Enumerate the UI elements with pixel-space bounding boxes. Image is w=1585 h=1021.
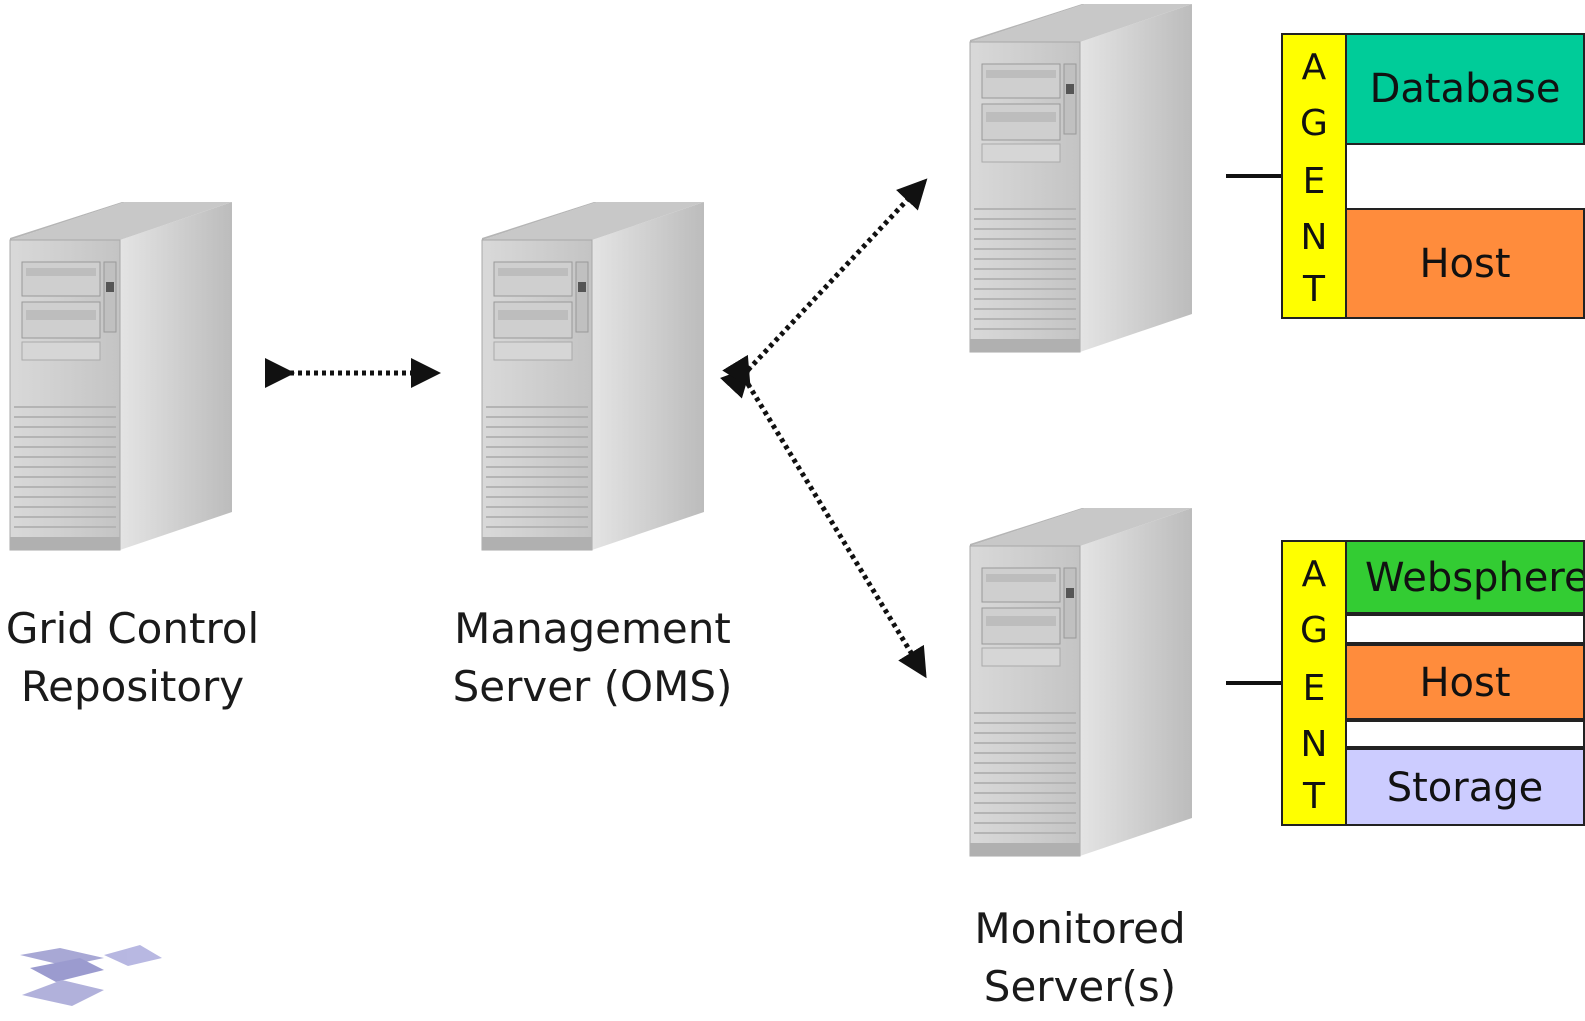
agent-2-letter-t: T: [1303, 776, 1325, 817]
target-websphere: Websphere: [1345, 540, 1585, 614]
agent-2-bar: A G E N T: [1281, 540, 1347, 826]
agent-2-letter-a: A: [1301, 554, 1327, 595]
agent-1-letter-a: A: [1301, 47, 1327, 88]
monitored-server-2-icon: [969, 508, 1193, 857]
oms-server2-link: [722, 354, 927, 679]
oms-server1-link: [719, 178, 928, 399]
agent-1-letter-t: T: [1303, 269, 1325, 310]
repository-server-icon: [9, 202, 233, 551]
agent-1-letter-e: E: [1302, 161, 1326, 202]
repository-caption-line-2: Repository: [20, 662, 245, 711]
target-spacer-2: [1345, 720, 1585, 748]
target-host-2: Host: [1345, 644, 1585, 720]
oms-caption-line-1: Management: [454, 604, 731, 653]
agent-2-connector: [1226, 681, 1282, 685]
monitored-caption-line-2: Server(s): [983, 962, 1177, 1011]
agent-1-letter-g: G: [1300, 103, 1328, 144]
monitored-server-1-icon: [969, 4, 1193, 353]
target-database: Database: [1345, 33, 1585, 145]
agent-1-letter-n: N: [1300, 217, 1328, 258]
target-storage-label: Storage: [1386, 765, 1544, 811]
agent-1-bar: A G E N T: [1281, 33, 1347, 319]
monitored-caption-line-1: Monitored: [974, 904, 1186, 953]
target-database-label: Database: [1369, 66, 1561, 112]
agent-2-letter-e: E: [1302, 668, 1326, 709]
agent-2-letter-n: N: [1300, 724, 1328, 765]
target-storage: Storage: [1345, 748, 1585, 826]
repository-caption-line-1: Grid Control: [5, 604, 260, 653]
monitored-caption: Monitored Server(s): [955, 900, 1205, 1016]
repository-caption: Grid Control Repository: [0, 600, 265, 716]
logo-icon: [20, 945, 162, 1006]
oms-caption: Management Server (OMS): [440, 600, 745, 716]
target-host-1: Host: [1345, 208, 1585, 319]
oms-server-icon: [481, 202, 705, 551]
target-spacer-1: [1345, 614, 1585, 644]
target-host-2-label: Host: [1419, 660, 1511, 706]
target-host-1-label: Host: [1419, 241, 1511, 287]
target-websphere-label: Websphere: [1365, 555, 1585, 601]
agent-2-letter-g: G: [1300, 610, 1328, 651]
agent-1-connector: [1226, 174, 1282, 178]
oms-caption-line-2: Server (OMS): [452, 662, 733, 711]
